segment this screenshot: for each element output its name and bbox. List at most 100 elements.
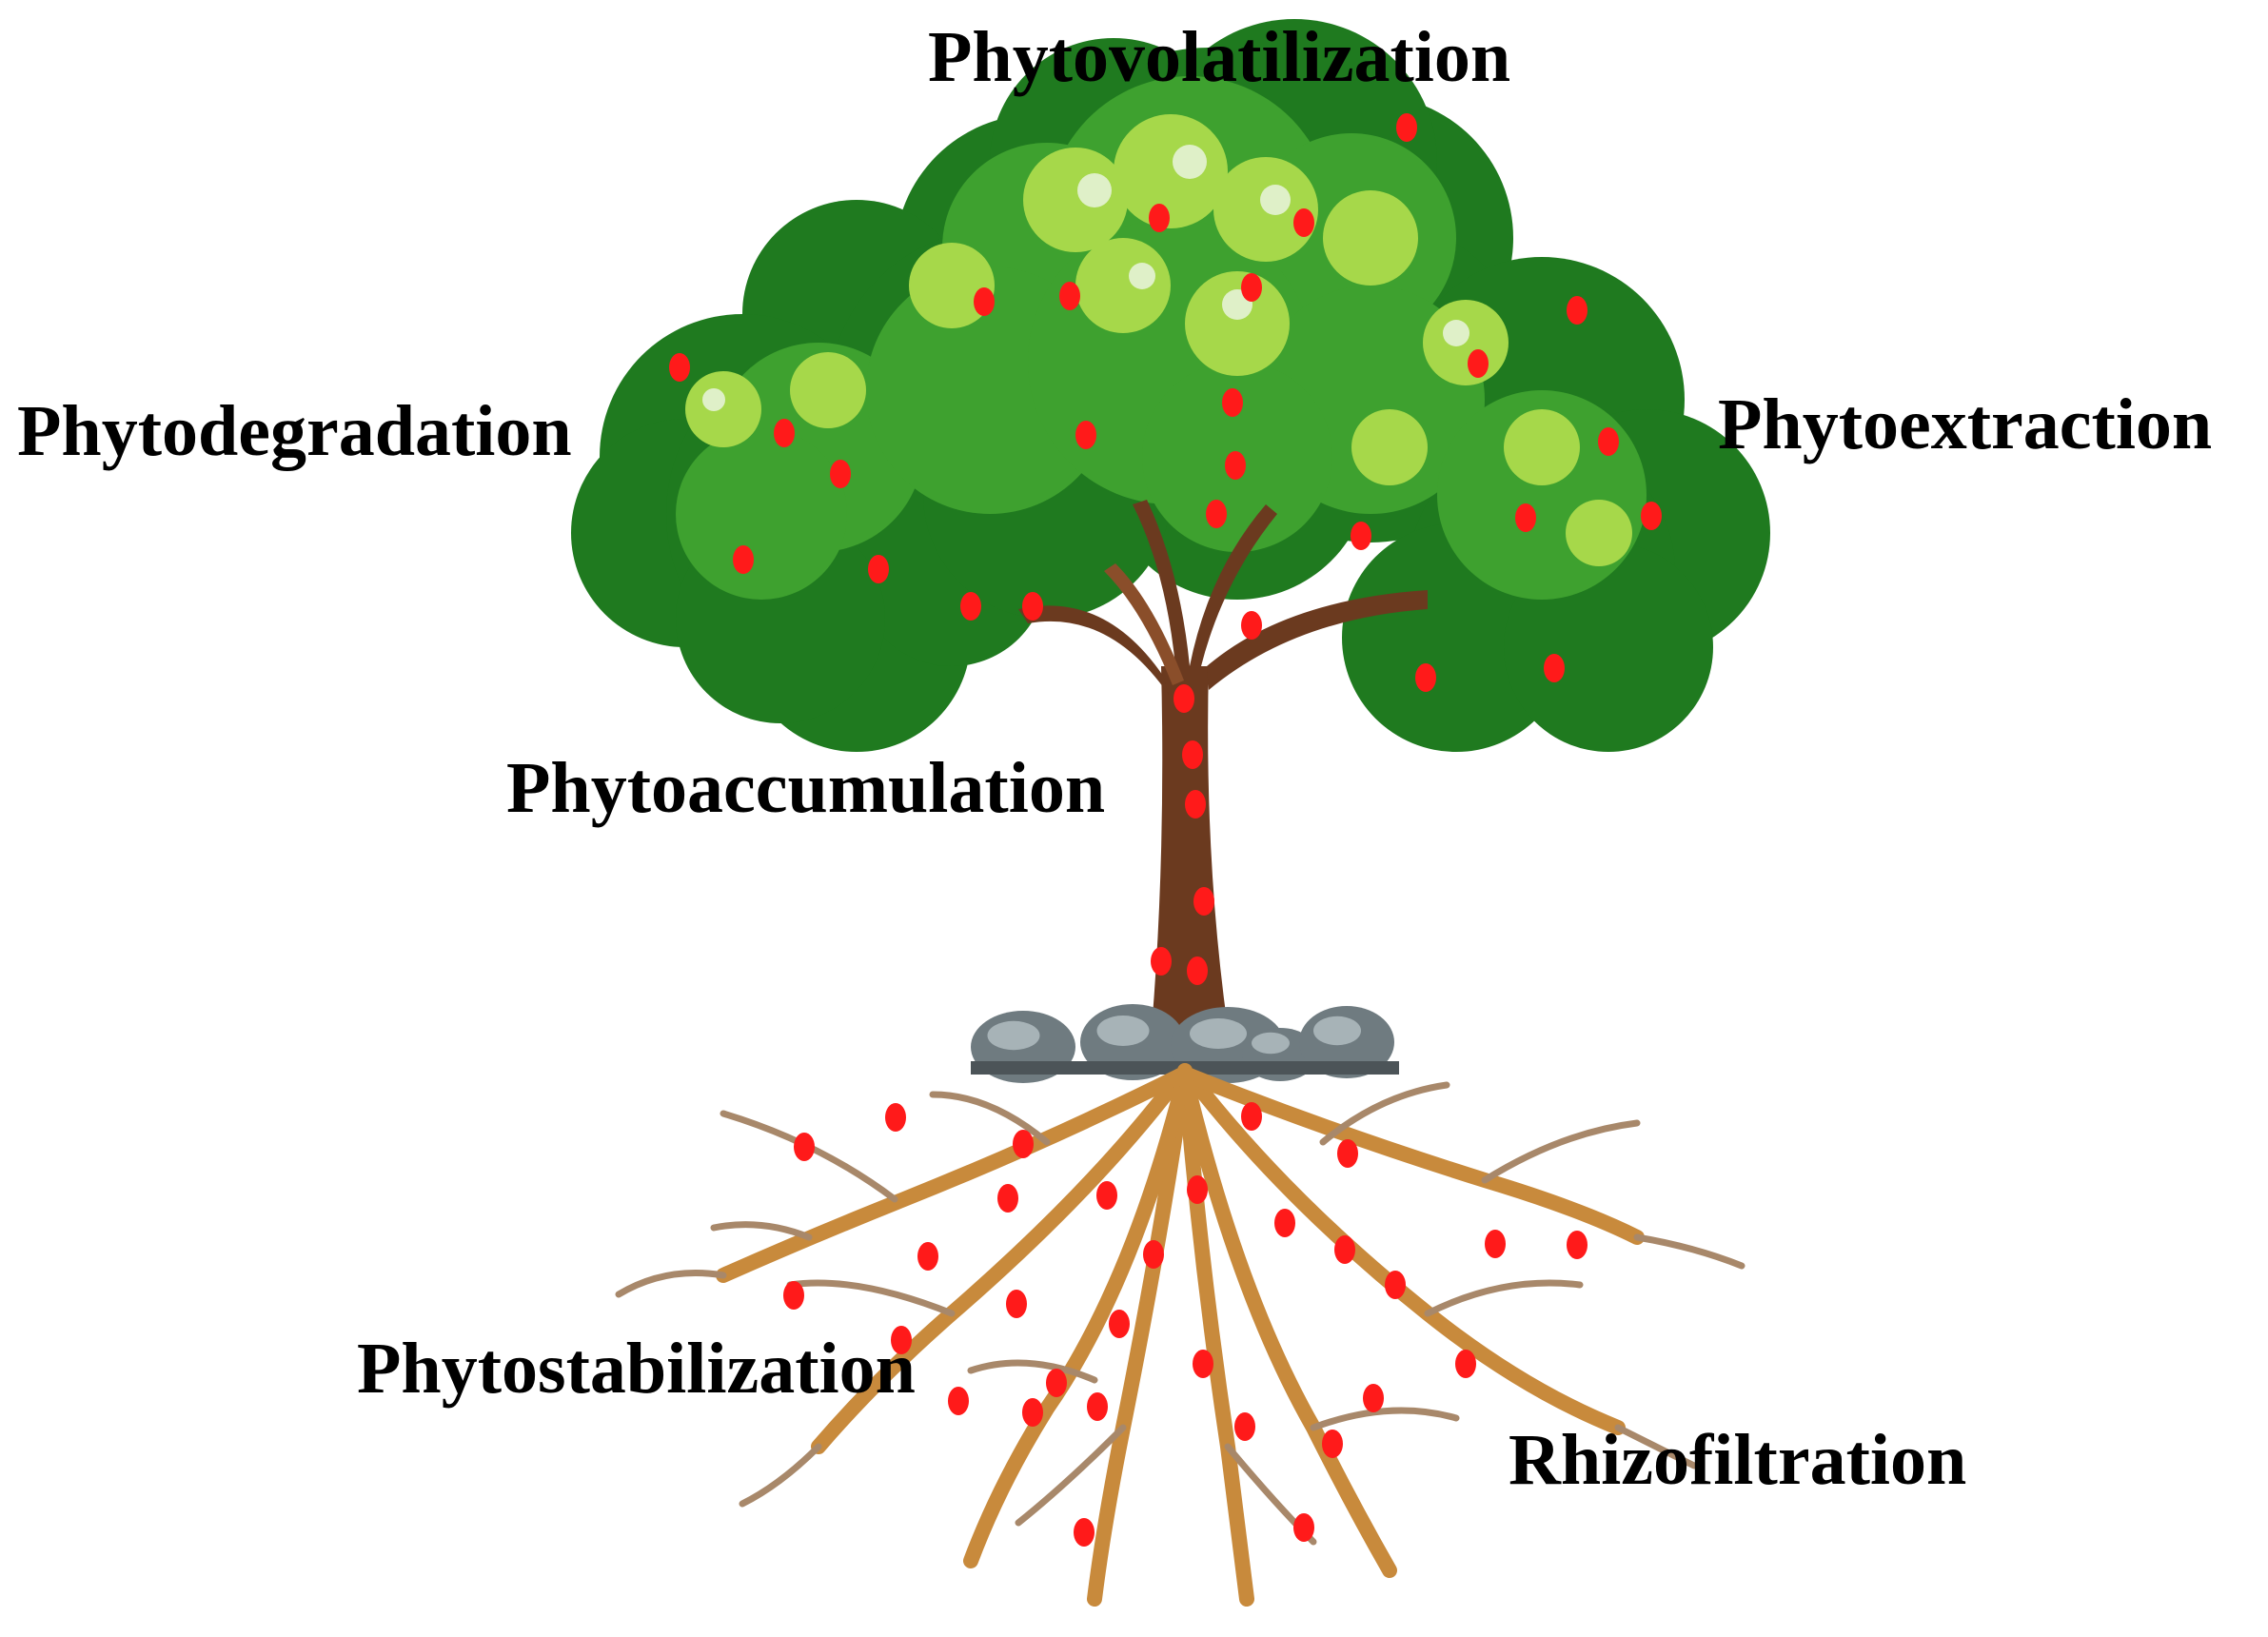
label-phytovolatilization: Phytovolatilization [928, 21, 1510, 93]
contaminant-dot [1567, 1231, 1588, 1259]
canopy-highlight [790, 352, 866, 428]
contaminant-dot [948, 1387, 969, 1415]
contaminant-dot [1222, 388, 1243, 417]
contaminant-dot [1173, 684, 1194, 713]
root-fine [619, 1273, 723, 1295]
contaminant-dot [1544, 654, 1565, 682]
contaminant-dot [1022, 1398, 1043, 1427]
contaminant-dot [1075, 421, 1096, 449]
contaminant-dot [1096, 1181, 1117, 1210]
contaminant-dot [1293, 1513, 1314, 1542]
root-main [723, 1075, 1180, 1275]
label-rhizofiltration: Rhizofiltration [1509, 1424, 1966, 1496]
contaminant-dot [1187, 1175, 1208, 1204]
contaminant-dot [1351, 522, 1371, 550]
contaminant-dot [1415, 663, 1436, 692]
stone-highlight [1097, 1016, 1150, 1046]
stone-highlight [1252, 1033, 1290, 1054]
tree-canopy [571, 19, 1770, 752]
contaminant-dot [1143, 1240, 1164, 1269]
contaminant-dot [1274, 1209, 1295, 1237]
canopy-highlight [1351, 409, 1428, 485]
label-phytodegradation: Phytodegradation [17, 395, 572, 467]
canopy-sparkle [1129, 263, 1155, 289]
contaminant-dot [1187, 957, 1208, 985]
contaminant-dot [794, 1133, 815, 1161]
canopy-sparkle [702, 388, 725, 411]
contaminant-dot [885, 1103, 906, 1132]
contaminant-dot [917, 1242, 938, 1271]
contaminant-dot [1193, 1350, 1213, 1378]
contaminant-dot [1234, 1412, 1255, 1441]
canopy-highlight [1114, 114, 1228, 228]
contaminant-dot [669, 353, 690, 382]
canopy-sparkle [1077, 173, 1112, 207]
contaminant-dot [1337, 1139, 1358, 1168]
contaminant-dot [1059, 282, 1080, 310]
root-fine [1637, 1237, 1742, 1266]
contaminant-dot [1087, 1392, 1108, 1421]
contaminant-dot [733, 545, 754, 574]
contaminant-dot [1206, 500, 1227, 528]
contaminant-dot [830, 460, 851, 488]
contaminant-dot [1455, 1350, 1476, 1378]
canopy-sparkle [1173, 145, 1207, 179]
contaminant-dot [1241, 611, 1262, 640]
contaminant-dot [1074, 1518, 1095, 1547]
contaminant-dot [1185, 790, 1206, 818]
contaminant-dot [960, 592, 981, 621]
contaminant-dot [1193, 887, 1214, 916]
contaminant-dot [1293, 208, 1314, 237]
contaminant-dot [974, 287, 995, 316]
contaminant-dot [1385, 1271, 1406, 1299]
contaminant-dot [1334, 1235, 1355, 1264]
contaminant-dot [1598, 427, 1619, 456]
root-fine [742, 1447, 818, 1504]
root-fine [1313, 1410, 1456, 1428]
contaminant-dot [1022, 592, 1043, 621]
stone-highlight [1313, 1016, 1361, 1045]
canopy-highlight [1423, 300, 1509, 385]
label-phytoaccumulation: Phytoaccumulation [506, 752, 1105, 824]
canopy-blob-mid [676, 428, 847, 600]
root-fine [1428, 1283, 1580, 1313]
label-phytoextraction: Phytoextraction [1718, 388, 2212, 461]
contaminant-dot [1567, 296, 1588, 325]
contaminant-dot [1468, 349, 1489, 378]
contaminant-dot [1241, 273, 1262, 302]
contaminant-dot [997, 1184, 1018, 1213]
contaminant-dot [1225, 451, 1246, 480]
contaminant-dot [1149, 204, 1170, 232]
contaminant-dot [1322, 1430, 1343, 1458]
canopy-highlight [685, 371, 761, 447]
contaminant-dot [1641, 502, 1662, 530]
contaminant-dot [1109, 1310, 1130, 1338]
stone-highlight [1190, 1018, 1247, 1049]
canopy-highlight [1023, 148, 1128, 252]
contaminant-dot [783, 1281, 804, 1310]
canopy-sparkle [1443, 320, 1469, 346]
contaminant-dot [1515, 503, 1536, 532]
contaminant-dot [1182, 740, 1203, 769]
label-phytostabilization: Phytostabilization [357, 1332, 916, 1405]
contaminant-dot [1241, 1102, 1262, 1131]
contaminant-dot [868, 555, 889, 583]
contaminant-dot [1485, 1230, 1506, 1258]
contaminant-dot [1046, 1369, 1067, 1397]
contaminant-dot [1363, 1384, 1384, 1412]
contaminant-dot [1006, 1290, 1027, 1318]
root-fine [714, 1225, 809, 1237]
canopy-highlight [1504, 409, 1580, 485]
contaminant-dot [1396, 113, 1417, 142]
contaminant-dot [1013, 1130, 1034, 1158]
canopy-highlight [1566, 500, 1632, 566]
root-fine [1485, 1123, 1637, 1180]
root-fine [790, 1283, 952, 1313]
canopy-sparkle [1260, 185, 1291, 215]
root-main [1185, 1071, 1247, 1599]
contaminant-dot [774, 419, 795, 447]
contaminant-dot [1151, 947, 1172, 976]
root-main [971, 1075, 1185, 1561]
stone-highlight [988, 1021, 1040, 1050]
